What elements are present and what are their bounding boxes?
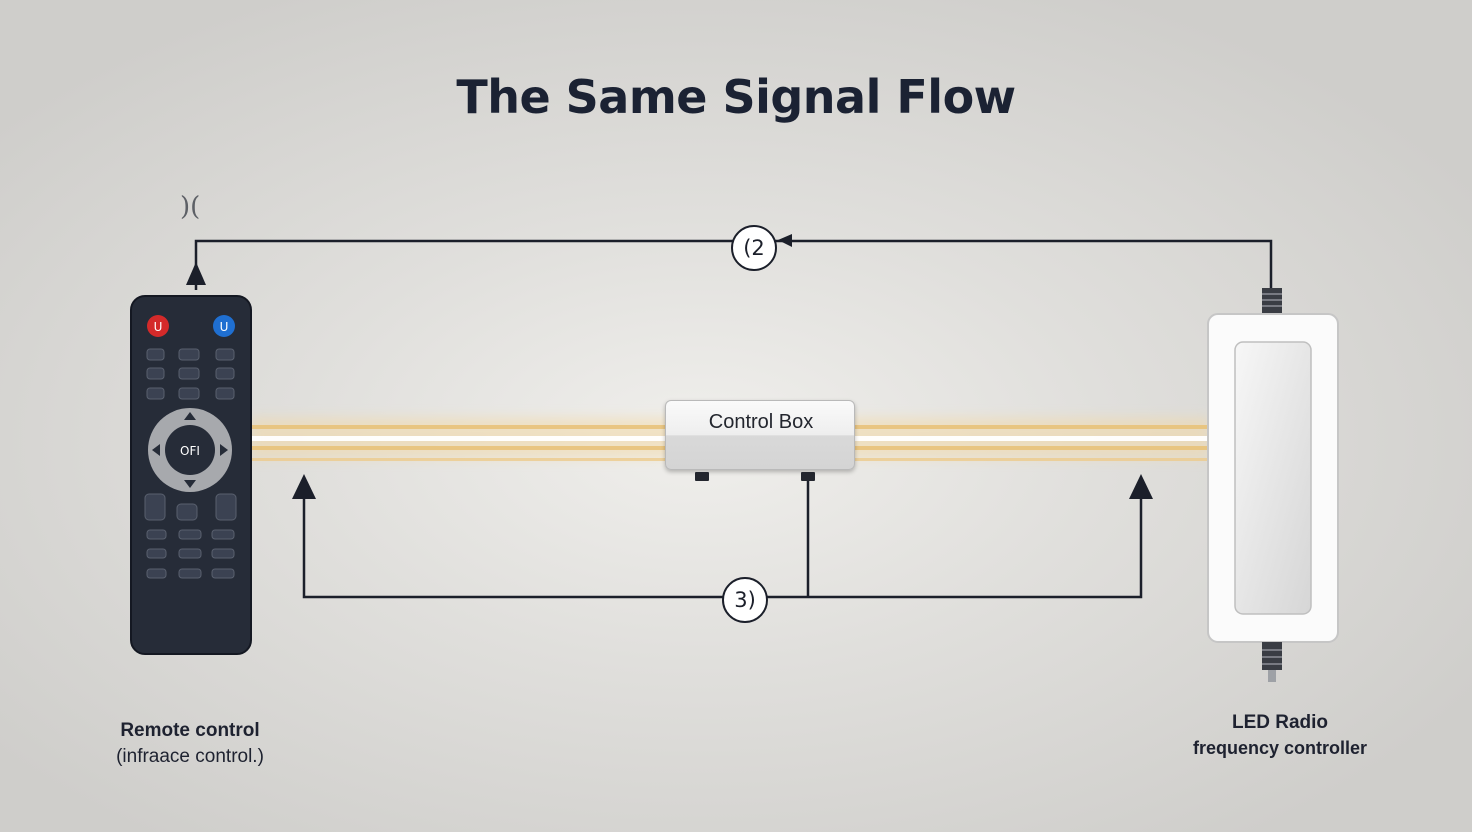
led-controller-icon <box>1207 288 1339 682</box>
control-box-foot-left <box>695 472 709 481</box>
remote-control-label: Remote control (infraace control.) <box>70 720 310 768</box>
control-box-label: Control Box <box>708 411 814 433</box>
remote-control-icon: U U OFI <box>130 295 252 655</box>
diagram-title: The Same Signal Flow <box>456 70 1016 124</box>
bottom-path-arrow-left-up <box>292 474 316 499</box>
led-controller-label: LED Radio frequency controller <box>1160 712 1400 759</box>
led-label-line1: LED Radio <box>1231 712 1329 733</box>
svg-text:U: U <box>154 320 163 334</box>
control-box: Control Box <box>665 400 855 470</box>
bottom-path-arrow-right-up <box>1129 474 1153 499</box>
dpad-center-label: OFI <box>180 444 200 458</box>
top-path-arrow-up <box>186 262 206 285</box>
remote-label-line1: Remote control <box>120 720 260 741</box>
bottom-signal-path <box>302 480 1143 599</box>
svg-text:U: U <box>220 320 229 334</box>
led-label-line2: frequency controller <box>1192 738 1368 758</box>
top-path-arrow-left <box>778 234 792 247</box>
remote-label-line2: (infraace control.) <box>116 746 264 767</box>
step-3-marker: 3) <box>722 577 768 623</box>
signal-wave-icon: )( <box>180 192 201 222</box>
control-box-foot-right <box>801 472 815 481</box>
step-2-marker: (2 <box>731 225 777 271</box>
